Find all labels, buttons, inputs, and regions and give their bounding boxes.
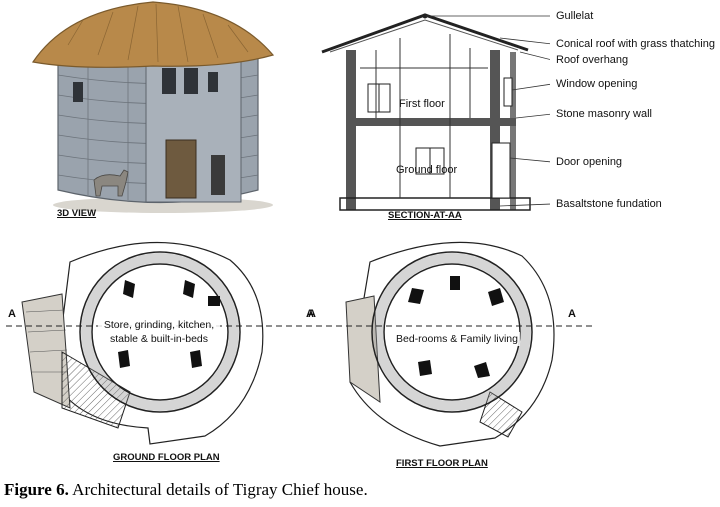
figure-caption: Figure 6. Architectural details of Tigra…: [4, 480, 368, 500]
section-label-2: Conical roof with grass thatching: [556, 38, 715, 50]
caption-first-floor: FIRST FLOOR PLAN: [396, 458, 488, 469]
section-label-7: Basaltstone fundation: [556, 198, 662, 210]
caption-section: SECTION-AT-AA: [388, 210, 462, 221]
first-room-label: Bed-rooms & Family living: [394, 332, 520, 346]
section-label-4: Window opening: [556, 78, 638, 90]
section-label-1: Gullelat: [556, 10, 594, 22]
caption-3d-view: 3D VIEW: [57, 208, 97, 219]
section-drawing: [320, 8, 550, 213]
first-floor-plan: [300, 232, 600, 454]
section-label-5: Stone masonry wall: [556, 108, 652, 120]
caption-ground-floor: GROUND FLOOR PLAN: [113, 452, 220, 463]
ground-room-label: Store, grinding, kitchen, stable & built…: [98, 318, 220, 346]
section-label-3: Roof overhang: [556, 54, 629, 66]
first-cut-marker-right: A: [568, 308, 576, 320]
first-cut-marker-left: A: [308, 308, 316, 320]
section-label-6: Door opening: [556, 156, 623, 168]
floor-label-first: First floor: [399, 98, 445, 110]
figure-number: Figure 6.: [4, 480, 69, 499]
floor-label-ground: Ground floor: [396, 164, 458, 176]
figure-caption-text: Architectural details of Tigray Chief ho…: [68, 480, 368, 499]
ground-cut-marker-right: A: [306, 308, 314, 320]
view3d-illustration: [28, 0, 278, 215]
ground-floor-plan: [0, 232, 320, 452]
ground-cut-marker-left: A: [8, 308, 16, 320]
